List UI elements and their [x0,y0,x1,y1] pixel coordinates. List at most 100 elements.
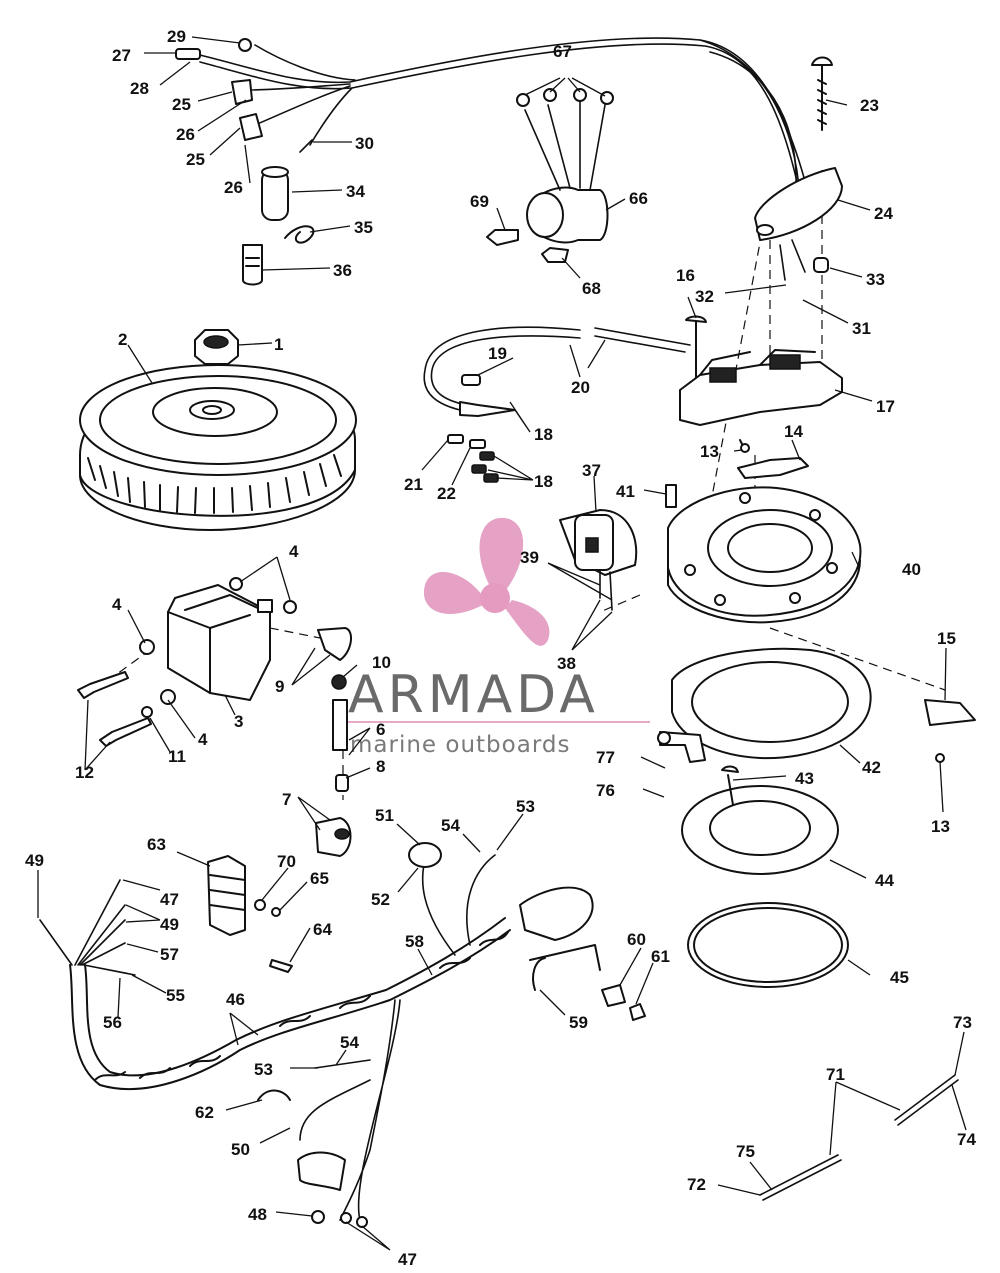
callout-48: 48 [248,1205,267,1224]
callout-58: 58 [405,932,424,951]
battery-cable-parts [759,1074,959,1201]
callout-76: 76 [596,781,615,800]
watermark-brand: ARMADA [348,665,599,725]
propeller-logo-icon [423,517,550,646]
callout-34: 34 [346,182,365,201]
callout-35: 35 [354,218,373,237]
callout-44: 44 [875,871,894,890]
callout-43: 43 [795,769,814,788]
callout-14: 14 [784,422,803,441]
callout-40: 40 [902,560,921,579]
callout-68: 68 [582,279,601,298]
callout-26-bottom: 26 [224,178,243,197]
callout-39: 39 [520,548,539,567]
callout-4-left: 4 [112,595,122,614]
callout-25-top: 25 [172,95,191,114]
callout-56: 56 [103,1013,122,1032]
callout-53-top: 53 [516,797,535,816]
callout-62: 62 [195,1103,214,1122]
callout-leaders [37,36,967,1251]
callout-61: 61 [651,947,670,966]
callout-50: 50 [231,1140,250,1159]
retainer-ring [681,765,839,875]
callout-4-top: 4 [289,542,299,561]
callout-8: 8 [376,757,385,776]
callout-24: 24 [874,204,893,223]
callout-73: 73 [953,1013,972,1032]
support-ring-plate [657,647,872,763]
callout-18-bottom: 18 [534,472,553,491]
callout-36: 36 [333,261,352,280]
callout-10: 10 [372,653,391,672]
callout-labels: 1 2 3 4 4 4 6 7 8 9 10 11 12 13 13 14 15… [25,27,976,1269]
callout-52: 52 [371,890,390,909]
callout-30: 30 [355,134,374,153]
callout-21: 21 [404,475,423,494]
callout-7: 7 [282,790,291,809]
callout-13-top: 13 [700,442,719,461]
callout-65: 65 [310,869,329,888]
callout-27: 27 [112,46,131,65]
callout-64: 64 [313,920,332,939]
terminal-block [207,855,293,973]
flywheel [79,364,357,531]
callout-1: 1 [274,335,283,354]
terminal-parts-6-10 [315,627,352,857]
callout-33: 33 [866,270,885,289]
callout-60: 60 [627,930,646,949]
callout-41: 41 [616,482,635,501]
callout-32: 32 [695,287,714,306]
callout-16: 16 [676,266,695,285]
callout-75: 75 [736,1142,755,1161]
callout-28: 28 [130,79,149,98]
callout-20: 20 [571,378,590,397]
callout-69: 69 [470,192,489,211]
callout-66: 66 [629,189,648,208]
callout-54-bottom: 54 [340,1033,359,1052]
callout-42: 42 [862,758,881,777]
callout-59: 59 [569,1013,588,1032]
callout-57: 57 [160,945,179,964]
callout-26-top: 26 [176,125,195,144]
callout-74: 74 [957,1130,976,1149]
snap-ring [687,902,849,988]
callout-67: 67 [553,42,572,61]
wire-connectors-18-22 [423,326,691,483]
engine-wire-harness [39,842,646,1228]
callout-72: 72 [687,1175,706,1194]
callout-77: 77 [596,748,615,767]
callout-53-bottom: 53 [254,1060,273,1079]
callout-49-left: 49 [25,851,44,870]
callout-9: 9 [275,677,284,696]
callout-13-right: 13 [931,817,950,836]
callout-12: 12 [75,763,94,782]
stator-plate [665,484,862,624]
callout-22: 22 [437,484,456,503]
callout-6: 6 [376,720,385,739]
callout-54-top: 54 [441,816,460,835]
callout-46: 46 [226,990,245,1009]
callout-45: 45 [890,968,909,987]
starter-solenoid [486,88,614,263]
callout-25-bottom: 25 [186,150,205,169]
callout-47-bottom: 47 [398,1250,417,1269]
callout-11: 11 [168,747,186,766]
callout-29: 29 [167,27,186,46]
callout-71: 71 [826,1065,845,1084]
callout-23: 23 [860,96,879,115]
callout-2: 2 [118,330,127,349]
callout-38: 38 [557,654,576,673]
ignition-wire-harness-top [199,37,811,226]
callout-3: 3 [234,712,243,731]
callout-17: 17 [876,397,895,416]
callout-37: 37 [582,461,601,480]
callout-4-bottom: 4 [198,730,208,749]
callout-31: 31 [852,319,871,338]
callout-18-top: 18 [534,425,553,444]
callout-19: 19 [488,344,507,363]
callout-47-top: 47 [160,890,179,909]
watermark-tagline: marine outboards [350,732,570,758]
flywheel-nut [194,329,239,365]
power-pack [77,577,297,747]
